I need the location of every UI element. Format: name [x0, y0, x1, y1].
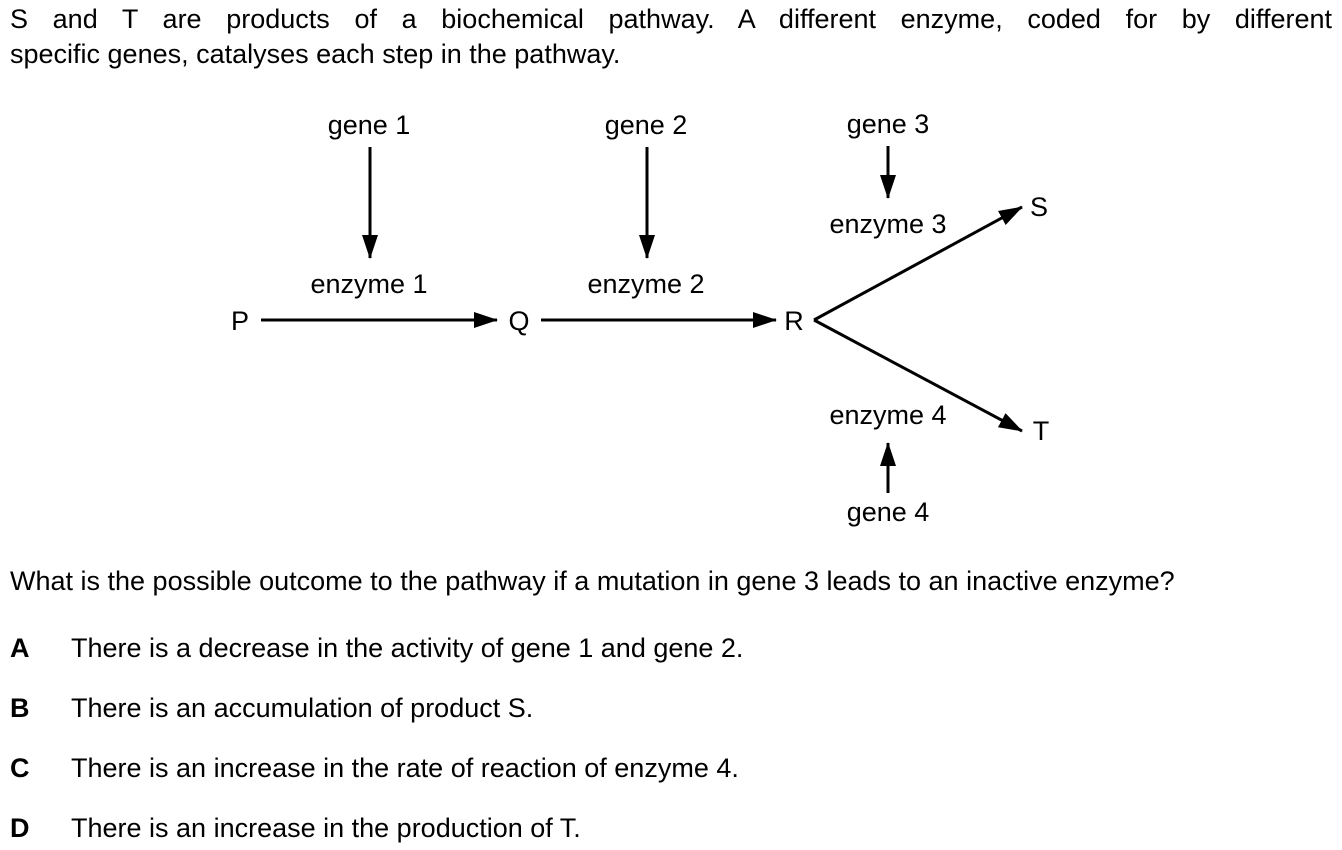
option-b-text: There is an accumulation of product S. [71, 693, 534, 723]
gene-3-label: gene 3 [847, 109, 930, 139]
substance-r-label: R [784, 306, 804, 336]
r-to-s-arrow [813, 205, 1023, 322]
question-text: What is the possible outcome to the path… [10, 566, 1175, 596]
option-c-letter: C [10, 753, 30, 783]
gene-4-label: gene 4 [847, 497, 930, 527]
stem-line-1: S and T are products of a biochemical pa… [10, 4, 1332, 34]
enzyme-3-label: enzyme 3 [829, 209, 946, 239]
question-stem: S and T are products of a biochemical pa… [10, 2, 1332, 72]
enzyme-2-label: enzyme 2 [587, 269, 704, 299]
gene-1-label: gene 1 [328, 110, 411, 140]
enzyme-4-label: enzyme 4 [829, 400, 946, 430]
option-b-letter: B [10, 693, 30, 723]
substance-p-label: P [231, 306, 249, 336]
option-d-text: There is an increase in the production o… [71, 813, 581, 843]
gene-2-label: gene 2 [605, 110, 688, 140]
stem-line-2: specific genes, catalyses each step in t… [10, 39, 621, 69]
product-s-label: S [1030, 192, 1048, 222]
option-c-text: There is an increase in the rate of reac… [71, 753, 739, 783]
option-a-text: There is a decrease in the activity of g… [71, 633, 744, 663]
option-d-letter: D [10, 813, 30, 843]
r-to-t-arrow [813, 318, 1023, 433]
enzyme-1-label: enzyme 1 [310, 269, 427, 299]
substance-q-label: Q [508, 306, 529, 336]
product-t-label: T [1033, 416, 1050, 446]
option-a-letter: A [10, 633, 30, 663]
